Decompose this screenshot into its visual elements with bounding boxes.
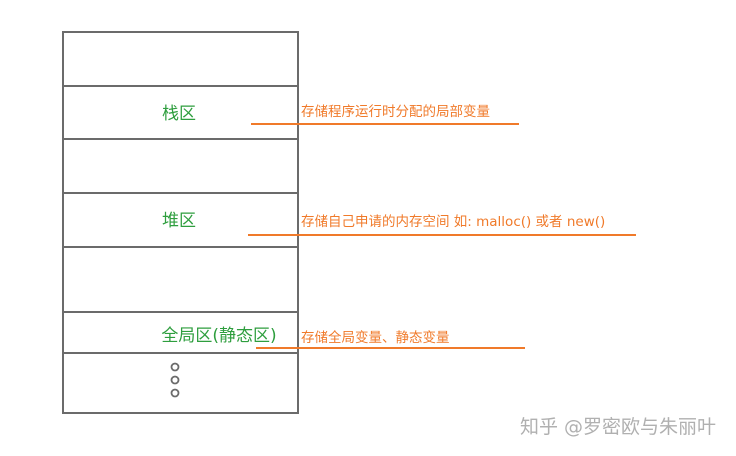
stack-region-note: 存储程序运行时分配的局部变量 xyxy=(301,104,490,120)
memory-stack-outline xyxy=(62,31,299,414)
ellipsis-dot xyxy=(170,362,180,372)
heap-region-label: 堆区 xyxy=(162,211,196,231)
global-region-label: 全局区(静态区) xyxy=(161,326,276,346)
watermark-text: 知乎 @罗密欧与朱丽叶 xyxy=(520,416,716,438)
global-region-note: 存储全局变量、静态变量 xyxy=(301,329,450,346)
stack-region-label: 栈区 xyxy=(162,104,196,124)
ellipsis-dot xyxy=(170,375,180,385)
heap-region-note: 存储自己申请的内存空间 如: malloc() 或者 new() xyxy=(301,214,605,230)
ellipsis-dot xyxy=(170,388,180,398)
